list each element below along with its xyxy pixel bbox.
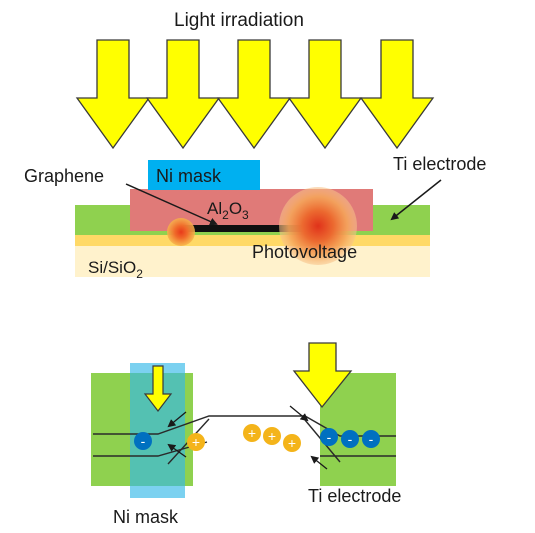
al2o3-label: Al2O3: [207, 199, 249, 222]
light-irradiation-label: Light irradiation: [174, 10, 304, 31]
svg-text:-: -: [141, 433, 146, 449]
light-arrow-small-right: [292, 342, 353, 409]
ni-mask-top: [148, 160, 260, 190]
graphene-pointer: [125, 183, 218, 226]
electron-right-1: -: [320, 428, 338, 446]
field-arrow-left-upper: [167, 411, 187, 428]
electron-right-3: -: [362, 430, 380, 448]
electron-left: -: [134, 432, 152, 450]
ti-electrode-label-bottom: Ti electrode: [308, 486, 401, 506]
light-arrow-2: [145, 39, 221, 150]
light-arrow-1: [75, 39, 151, 150]
electron-right-2: -: [341, 430, 359, 448]
si-substrate-layer: [75, 245, 430, 277]
svg-text:+: +: [248, 425, 256, 441]
field-arrow-left-lower: [167, 443, 187, 458]
light-arrow-small-left: [143, 365, 173, 412]
graphene-label: Graphene: [24, 166, 104, 186]
ti-electrode-pointer: [390, 179, 442, 221]
light-arrows: [75, 39, 435, 150]
hole-center-2: +: [263, 427, 281, 445]
light-arrow-5: [359, 39, 435, 150]
svg-text:-: -: [348, 431, 353, 447]
svg-text:-: -: [327, 429, 332, 445]
hole-center-3: +: [283, 434, 301, 452]
field-arrow-right-lower: [310, 455, 328, 470]
light-arrow-3: [216, 39, 292, 150]
graphene-layer: [183, 225, 309, 232]
photovoltage-glow-right: [279, 187, 357, 265]
photovoltage-label: Photovoltage: [252, 242, 357, 262]
svg-text:-: -: [369, 431, 374, 447]
ni-mask-label-top: Ni mask: [156, 166, 222, 186]
hole-left: +: [187, 433, 205, 451]
field-arrow-right-upper: [289, 405, 309, 422]
photovoltage-glow-left: [167, 218, 195, 246]
hole-center-1: +: [243, 424, 261, 442]
svg-text:+: +: [288, 435, 296, 451]
ti-electrode-label-top: Ti electrode: [393, 154, 486, 174]
substrate-label: Si/SiO2: [88, 258, 143, 281]
svg-text:+: +: [268, 428, 276, 444]
svg-text:+: +: [192, 434, 200, 450]
ni-mask-label-bottom: Ni mask: [113, 507, 179, 527]
light-arrow-4: [287, 39, 363, 150]
